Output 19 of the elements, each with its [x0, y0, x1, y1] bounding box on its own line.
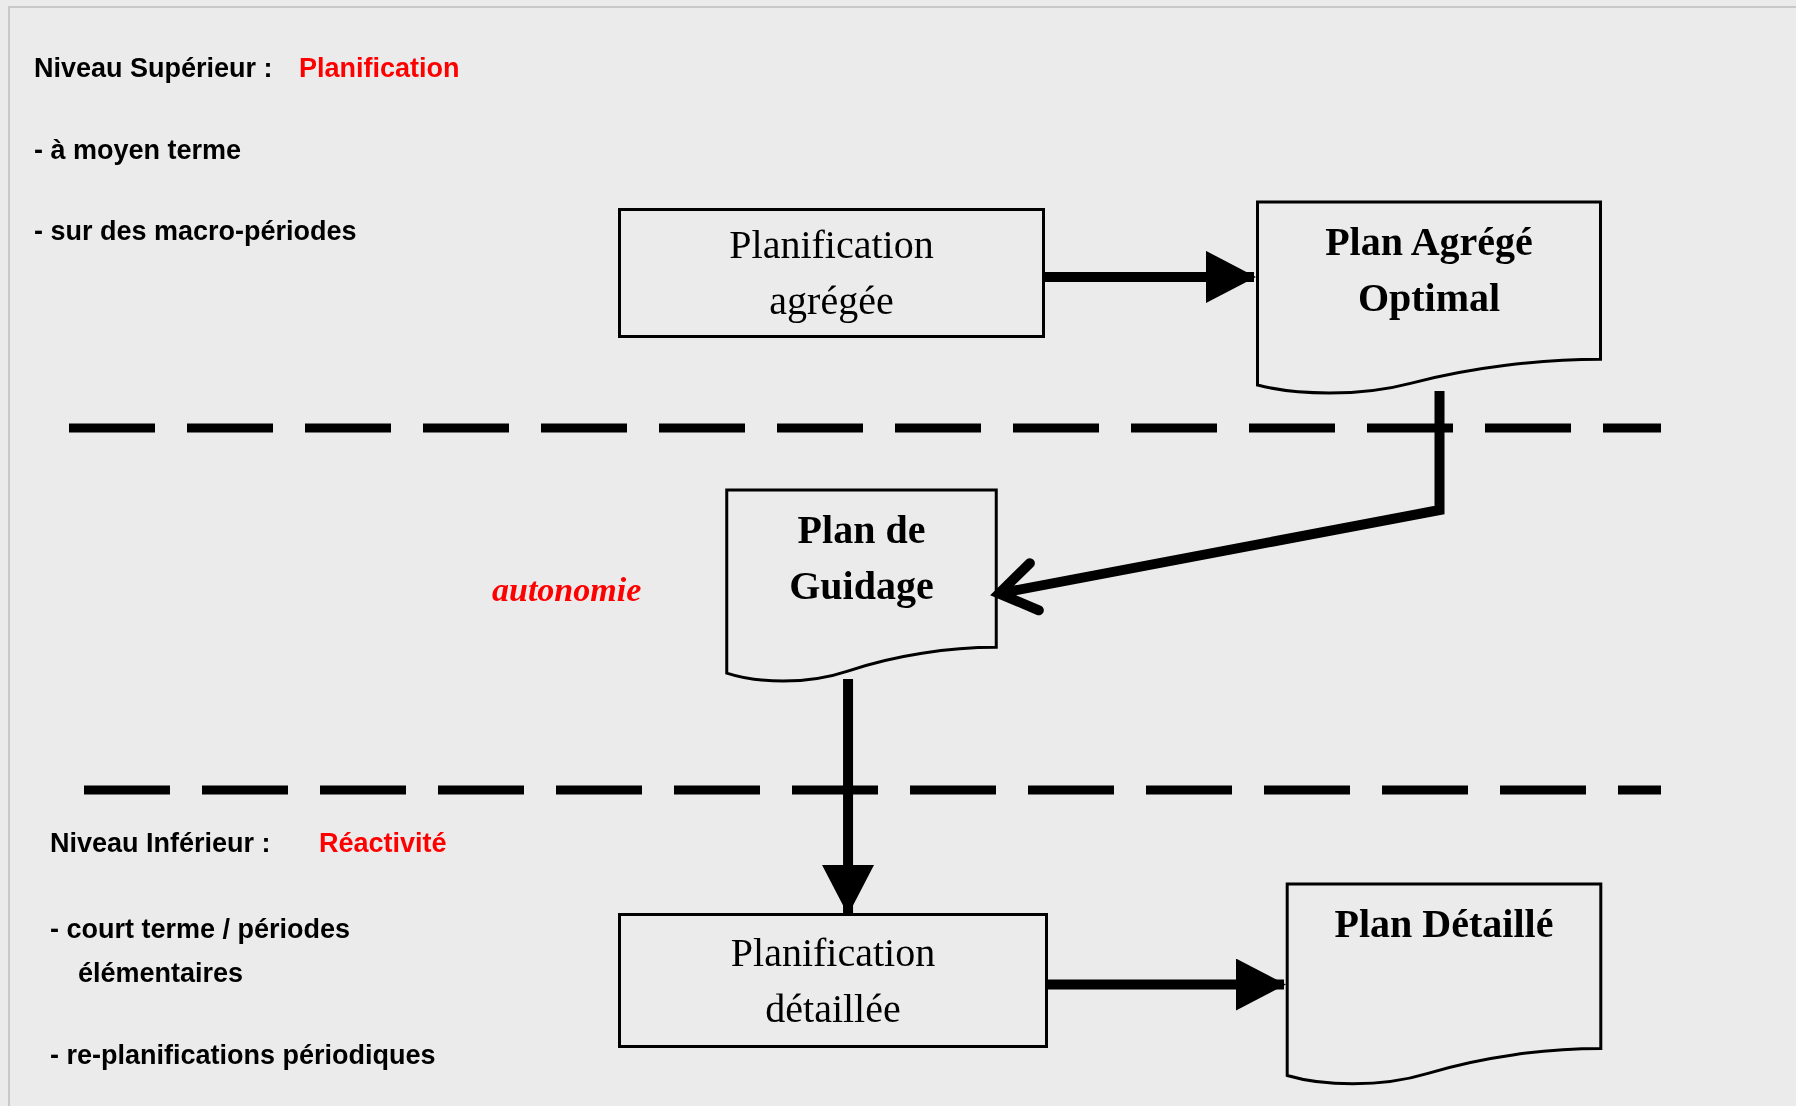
level-keyword: Planification [299, 52, 460, 85]
level-heading: Niveau Supérieur : [34, 52, 273, 85]
level-heading: Niveau Inférieur : [50, 827, 271, 860]
document-title: Plan de Guidage [788, 506, 935, 610]
arrow [1048, 958, 1286, 1011]
process-box [618, 913, 1048, 1048]
process-label: Planification détaillée [729, 928, 937, 1033]
document-title: Plan Détaillé [1334, 900, 1554, 948]
bullet-item: - court terme / périodes élémentaires [50, 913, 352, 990]
level-keyword: Réactivité [319, 827, 447, 860]
arrow [822, 679, 875, 915]
bullet-item: - à moyen terme [34, 134, 242, 167]
annotation: autonomie [492, 570, 642, 610]
document-title: Plan Agrégé Optimal [1324, 218, 1534, 322]
process-box [618, 208, 1045, 338]
arrow [1045, 250, 1256, 303]
process-label: Planification agrégée [728, 221, 935, 325]
bullet-item: - sur des macro-périodes [34, 215, 357, 248]
bullet-item: - re-planifications périodiques [50, 1039, 436, 1072]
